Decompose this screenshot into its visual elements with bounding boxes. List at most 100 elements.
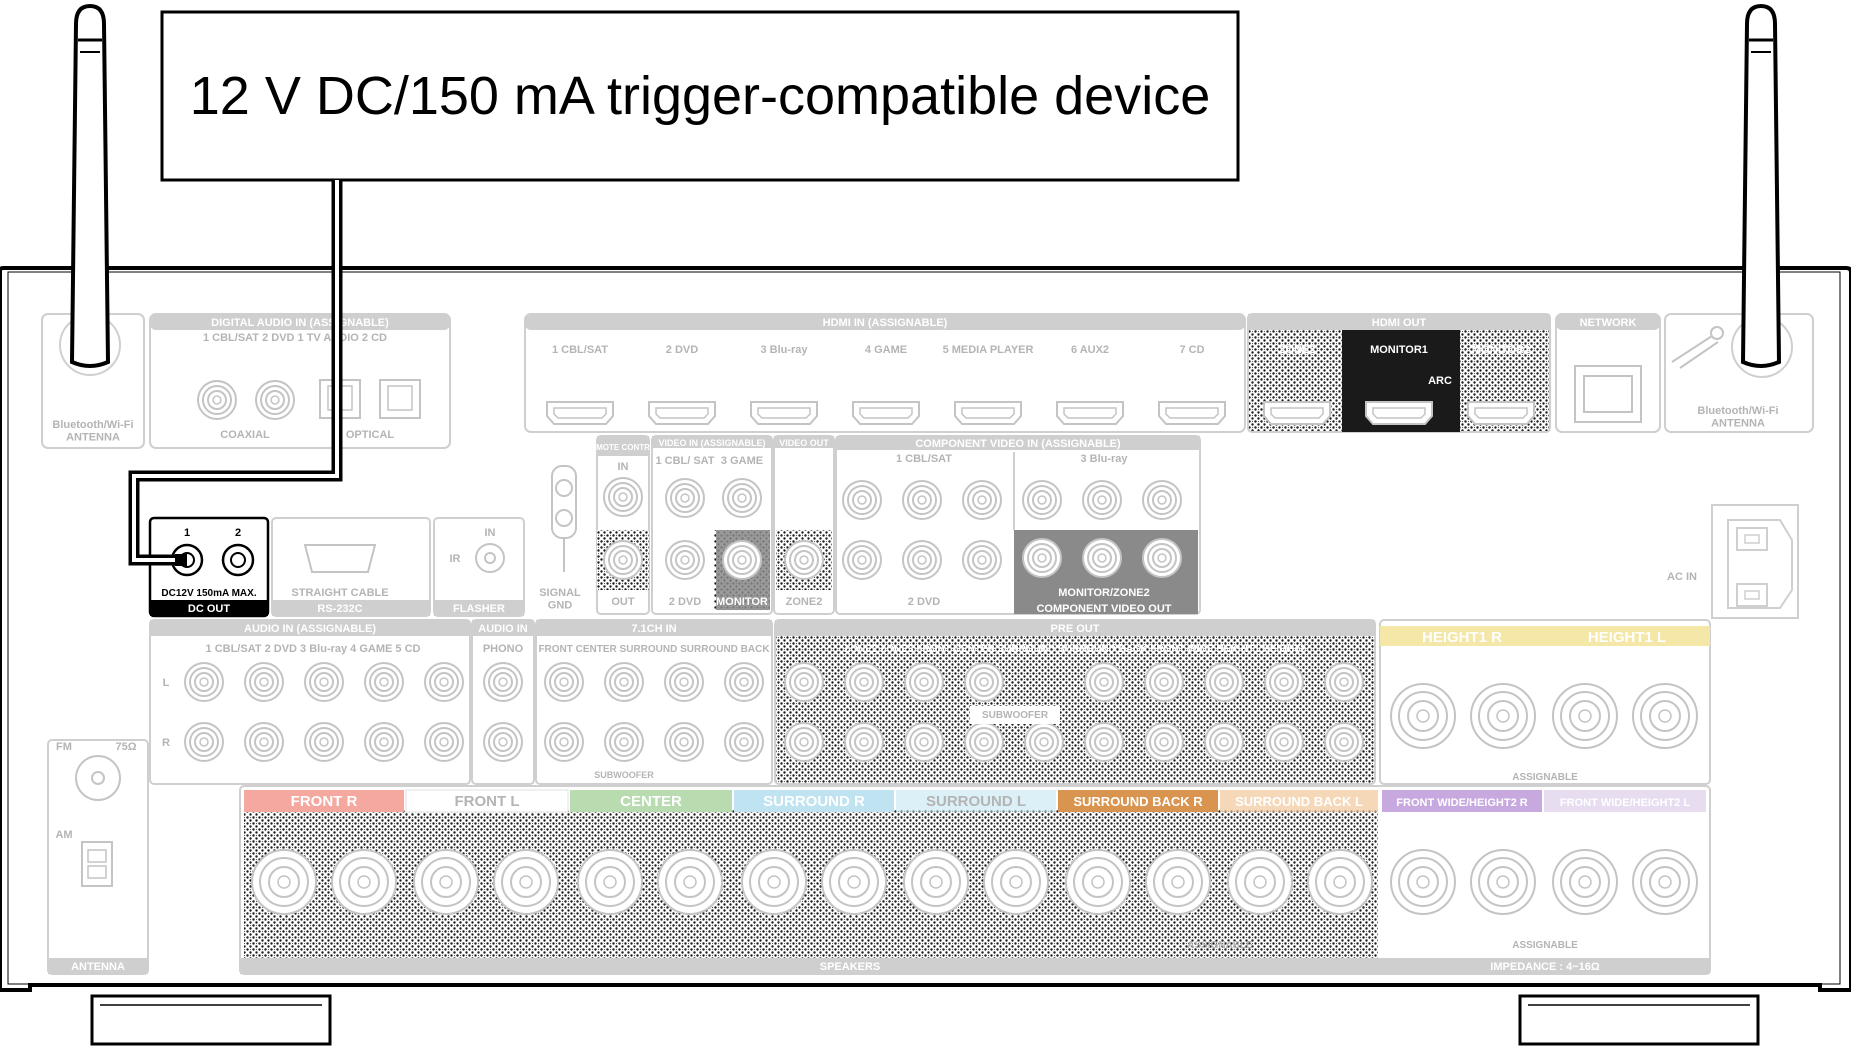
hdmi-in-label: 6 AUX2	[1071, 344, 1109, 356]
audio-in-inputs: 1 CBL/SAT 2 DVD 3 Blu-ray 4 GAME 5 CD	[206, 643, 421, 655]
remote-in-label: IN	[618, 461, 629, 473]
wifi-antenna-left	[69, 3, 111, 368]
network-title: NETWORK	[1580, 317, 1637, 329]
speaker-surround-back-r-label: SURROUND BACK R	[1073, 794, 1203, 809]
audio-in-r: R	[162, 737, 170, 749]
remote-out-label: OUT	[611, 596, 635, 608]
speaker-assignable-label: ASSIGNABLE	[1187, 940, 1253, 951]
dc-out-ch1-label: 1	[184, 527, 190, 539]
hdmi-out-panel: HDMI OUT ZONE2 MONITOR1 ARC MONITOR2	[1247, 313, 1551, 433]
rs232c-cable-label: STRAIGHT CABLE	[291, 587, 388, 599]
component-video-in-panel: COMPONENT VIDEO IN (ASSIGNABLE) 1 CBL/SA…	[835, 435, 1201, 615]
pre-out-title: PRE OUT	[1051, 623, 1100, 635]
flasher-ir-label: IR	[450, 553, 461, 565]
ac-in-panel: AC IN	[1667, 504, 1799, 619]
hdmi-monitor2-label: MONITOR2	[1472, 344, 1530, 356]
ch71-labels: FRONT CENTER SURROUND SURROUND BACK	[538, 644, 770, 655]
phono-label: PHONO	[483, 643, 524, 655]
hdmi-in-label: 1 CBL/SAT	[552, 344, 608, 356]
foot-right	[1518, 994, 1760, 1046]
hdmi-in-label: 3 Blu-ray	[760, 344, 808, 356]
digital-audio-in-panel: DIGITAL AUDIO IN (ASSIGNABLE) 1 CBL/SAT …	[149, 313, 451, 449]
audio-in-title: AUDIO IN (ASSIGNABLE)	[244, 623, 376, 635]
ch71-in-panel: 7.1CH IN FRONT CENTER SURROUND SURROUND …	[535, 619, 773, 785]
speaker-front-wide-l-label: FRONT WIDE/HEIGHT2 L	[1560, 797, 1690, 809]
dc-out-rating: DC12V 150mA MAX.	[161, 588, 256, 599]
wifi-antenna-right	[1740, 3, 1782, 368]
fm-label: FM	[56, 741, 72, 753]
foot-left	[90, 994, 332, 1046]
video-in-a-label: 1 CBL/ SAT	[655, 455, 714, 467]
am-label: AM	[55, 829, 72, 841]
hdmi-in-label: 5 MEDIA PLAYER	[943, 344, 1034, 356]
flasher-in-label: IN	[485, 527, 496, 539]
network-panel: NETWORK	[1555, 313, 1661, 433]
ch71-sub-label: SUBWOOFER	[594, 770, 654, 780]
height-assignable-label: ASSIGNABLE	[1512, 772, 1578, 783]
speaker-front-wide-r-label: FRONT WIDE/HEIGHT2 R	[1396, 797, 1527, 809]
audio-in-l: L	[163, 677, 170, 689]
remote-control-panel: REMOTE CONTROL IN OUT	[585, 435, 661, 615]
digital-audio-in-title: DIGITAL AUDIO IN (ASSIGNABLE)	[211, 317, 389, 329]
coaxial-label: COAXIAL	[220, 429, 270, 441]
hdmi-in-label: 7 CD	[1179, 344, 1204, 356]
component-in-a-label: 1 CBL/SAT	[896, 453, 952, 465]
rs232c-title: RS-232C	[317, 603, 362, 615]
video-out-title: VIDEO OUT	[779, 438, 829, 448]
hdmi-in-title: HDMI IN (ASSIGNABLE)	[823, 317, 948, 329]
component-in-c-label: 2 DVD	[908, 596, 940, 608]
callout-text: 12 V DC/150 mA trigger-compatible device	[190, 66, 1211, 126]
height1-r-label: HEIGHT1 R	[1422, 629, 1502, 646]
speaker-surround-l-label: SURROUND L	[926, 793, 1026, 810]
hdmi-in-panel: HDMI IN (ASSIGNABLE) 1 CBL/SAT 2 DVD 3 Blu…	[524, 313, 1246, 433]
dc-out-ch2-label: 2	[235, 527, 241, 539]
component-monitor-zone2-label: MONITOR/ZONE2	[1058, 587, 1149, 599]
phono-panel: AUDIO IN PHONO	[471, 619, 535, 785]
trigger-device-callout: 12 V DC/150 mA trigger-compatible device	[160, 10, 1240, 182]
speakers-panel: FRONT R FRONT L CENTER SURROUND R SURROU…	[239, 785, 1711, 975]
dc-out-panel: 1 2 DC12V 150mA MAX. DC OUT	[148, 516, 270, 618]
speaker-center-label: CENTER	[620, 793, 682, 810]
pre-out-sub-label: SUBWOOFER	[982, 710, 1049, 721]
impedance-label: IMPEDANCE : 4~16Ω	[1490, 961, 1600, 973]
hdmi-monitor1-label: MONITOR1	[1370, 344, 1428, 356]
video-in-c-label: 2 DVD	[669, 596, 701, 608]
speaker-surround-back-l-label: SURROUND BACK L	[1235, 794, 1363, 809]
hdmi-in-label: 2 DVD	[666, 344, 698, 356]
remote-control-title: REMOTE CONTROL	[585, 443, 661, 452]
video-in-panel: VIDEO IN (ASSIGNABLE) 1 CBL/ SAT 3 GAME …	[651, 435, 773, 615]
pre-out-labels: ZONE2 ZONE3 FRONT CENTER SURROUND SURROU…	[844, 644, 1306, 655]
height-panel: HEIGHT1 R HEIGHT1 L ASSIGNABLE	[1379, 619, 1711, 785]
ac-in-label: AC IN	[1667, 571, 1697, 583]
phono-title: AUDIO IN	[478, 623, 528, 635]
hdmi-zone2-label: ZONE2	[1279, 344, 1316, 356]
flasher-panel: IN IR FLASHER	[433, 517, 525, 617]
speaker-surround-r-label: SURROUND R	[763, 793, 865, 810]
speaker-assignable-2-label: ASSIGNABLE	[1512, 940, 1578, 951]
video-out-panel: VIDEO OUT ZONE2	[773, 435, 835, 615]
dc-out-jack-2[interactable]	[221, 543, 255, 577]
fm-ohm-label: 75Ω	[115, 741, 136, 753]
receiver-body	[0, 266, 1851, 1046]
digital-audio-in-inputs: 1 CBL/SAT 2 DVD 1 TV AUDIO 2 CD	[203, 332, 387, 344]
speaker-front-r-label: FRONT R	[291, 793, 358, 810]
component-in-b-label: 3 Blu-ray	[1080, 453, 1128, 465]
video-in-title: VIDEO IN (ASSIGNABLE)	[658, 438, 765, 448]
audio-in-panel: AUDIO IN (ASSIGNABLE) 1 CBL/SAT 2 DVD 3 …	[149, 619, 471, 785]
rs232c-panel: STRAIGHT CABLE RS-232C	[271, 517, 431, 617]
component-in-title: COMPONENT VIDEO IN (ASSIGNABLE)	[915, 438, 1121, 450]
video-in-b-label: 3 GAME	[721, 455, 763, 467]
ch71-title: 7.1CH IN	[631, 623, 676, 635]
component-out-title: COMPONENT VIDEO OUT	[1036, 603, 1171, 615]
hdmi-in-label: 4 GAME	[865, 344, 907, 356]
dc-out-title: DC OUT	[188, 603, 230, 615]
video-monitor-label: MONITOR	[716, 596, 768, 608]
fm-am-antenna-panel: FM 75Ω AM ANTENNA	[47, 739, 149, 975]
